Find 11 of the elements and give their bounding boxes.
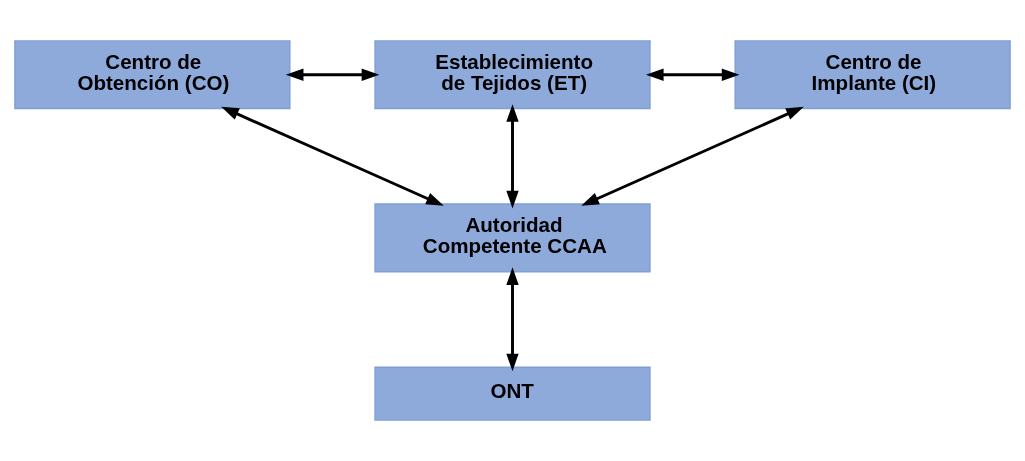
node-box: ONT xyxy=(374,366,651,421)
node-box: Autoridad Competente CCAA xyxy=(374,203,651,273)
arrow xyxy=(221,106,444,206)
arrow xyxy=(645,68,740,81)
arrow xyxy=(581,106,804,206)
node-box: Centro de Implante (CI) xyxy=(734,40,1011,110)
node-box: Establecimiento de Tejidos (ET) xyxy=(374,40,651,110)
arrow xyxy=(506,267,519,372)
arrow xyxy=(506,104,519,209)
arrow xyxy=(285,68,380,81)
node-box: Centro de Obtención (CO) xyxy=(14,40,291,110)
